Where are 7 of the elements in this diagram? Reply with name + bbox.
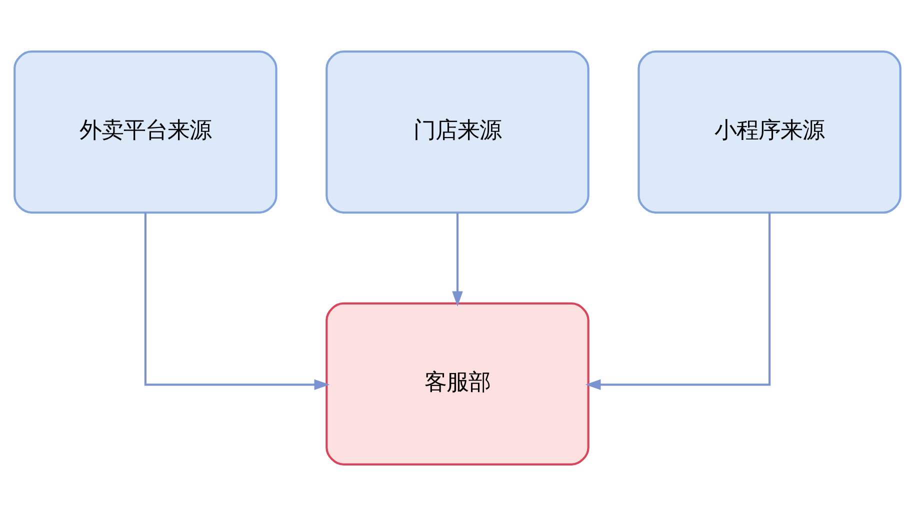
arrow <box>144 212 330 390</box>
node-box: 门店来源 <box>326 50 590 214</box>
node-box: 客服部 <box>326 302 590 465</box>
node-box: 外卖平台来源 <box>14 50 278 214</box>
node-box: 小程序来源 <box>638 50 902 214</box>
arrow <box>452 212 463 306</box>
arrow <box>585 212 771 390</box>
